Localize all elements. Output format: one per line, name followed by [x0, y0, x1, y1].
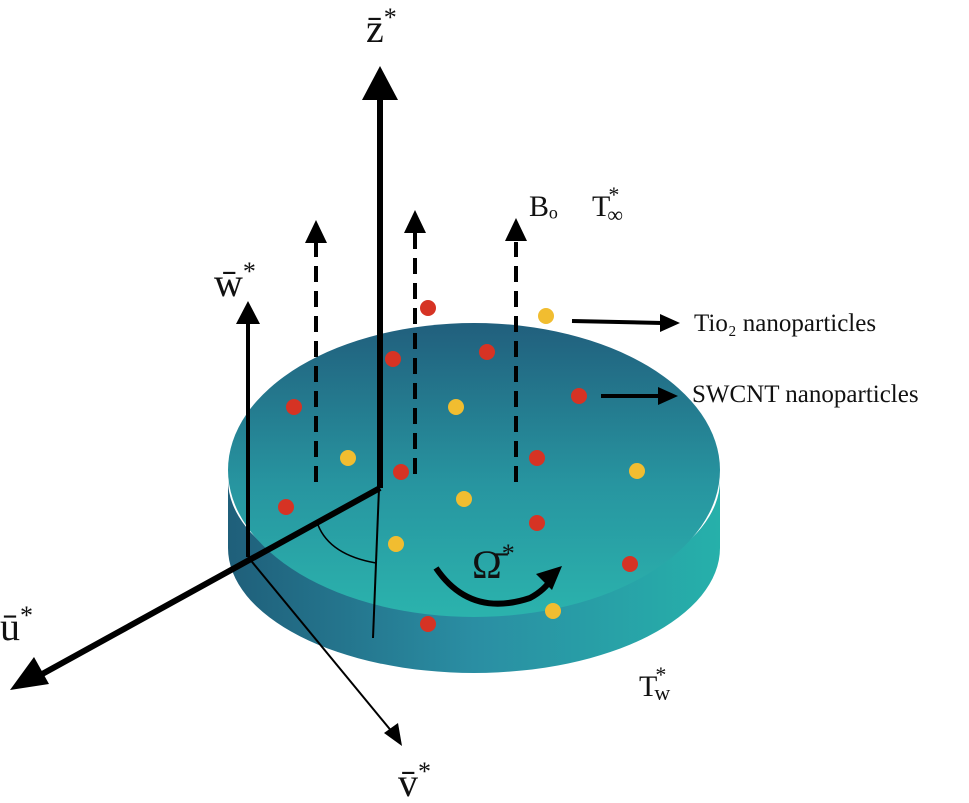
u-axis-line — [33, 485, 382, 681]
magnetic-field-label: Bₒ — [529, 190, 558, 223]
swcnt-particles — [278, 300, 638, 632]
tio2-particle — [538, 308, 554, 324]
ambient-temperature-label: T*∞ — [592, 182, 623, 227]
w-axis-arrowhead — [236, 301, 260, 324]
swcnt-particle — [529, 450, 545, 466]
tio2-particle — [340, 450, 356, 466]
angle-arc — [317, 524, 377, 564]
wall-temperature-label: T*w — [639, 662, 670, 705]
swcnt-particle — [420, 616, 436, 632]
swcnt-particle — [479, 344, 495, 360]
tio2-particle — [629, 463, 645, 479]
swcnt-particle — [278, 499, 294, 515]
disk-side — [228, 480, 720, 673]
field-arrow-2 — [404, 210, 426, 474]
field-arrow-1 — [305, 220, 327, 482]
tio2-particle — [448, 399, 464, 415]
v-axis-arrowhead — [384, 723, 402, 746]
tio2-particles — [340, 308, 645, 619]
field-arrow-3 — [505, 218, 527, 482]
swcnt-particle — [571, 388, 587, 404]
swcnt-particle — [393, 464, 409, 480]
swcnt-legend-label: SWCNT nanoparticles — [692, 381, 919, 408]
swcnt-pointer — [601, 387, 678, 405]
v-axis-label: v̄* — [398, 757, 431, 803]
w-axis-label: w̄* — [214, 257, 256, 305]
tio2-particle — [388, 536, 404, 552]
disk-top — [228, 323, 720, 617]
swcnt-particle — [385, 351, 401, 367]
radial-line — [372, 487, 380, 639]
swcnt-particle — [529, 515, 545, 531]
tio2-particle — [545, 603, 561, 619]
swcnt-particle — [622, 556, 638, 572]
u-axis-label: ū* — [0, 601, 33, 649]
swcnt-particle — [286, 399, 302, 415]
rotation-arrow — [433, 566, 555, 607]
z-axis-label: z̄* — [366, 3, 397, 51]
z-axis-arrowhead — [362, 66, 398, 100]
tio2-particle — [456, 491, 472, 507]
tio2-pointer — [571, 314, 680, 332]
v-axis-line — [247, 556, 394, 734]
swcnt-particle — [420, 300, 436, 316]
rotation-arrowhead — [536, 566, 562, 590]
u-axis-arrowhead — [10, 657, 49, 690]
tio2-legend-label: Tio₂ nanoparticles — [694, 310, 876, 337]
